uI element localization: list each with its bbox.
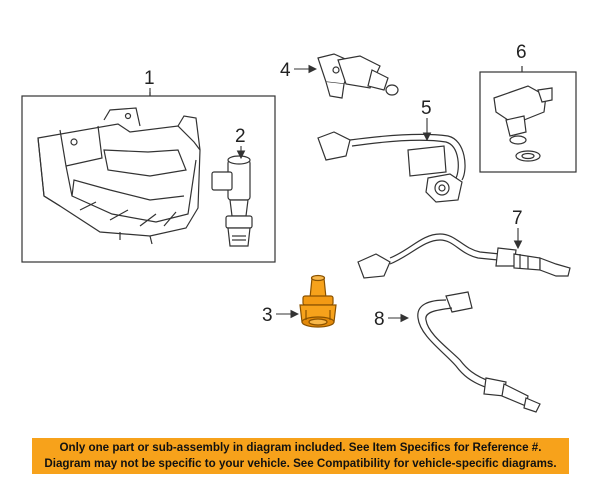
callout-6: 6 [516, 42, 527, 63]
callout-1: 1 [144, 68, 155, 89]
part-6-frame [479, 71, 577, 173]
part-1-frame [21, 95, 276, 263]
notice-line-2: Diagram may not be specific to your vehi… [44, 457, 557, 470]
leader-lines [149, 64, 523, 323]
callout-4: 4 [280, 60, 291, 81]
callout-3: 3 [262, 305, 273, 326]
callout-8: 8 [374, 309, 385, 330]
callout-5: 5 [421, 98, 432, 119]
part-2-sensor[interactable] [211, 155, 253, 247]
part-5-harness-sensor[interactable] [317, 131, 466, 203]
callout-2: 2 [235, 126, 246, 147]
part-4-switch[interactable] [317, 53, 399, 99]
part-1-bracket-assembly[interactable] [21, 92, 276, 263]
callout-7: 7 [512, 208, 523, 229]
callout-numbers: 1 2 3 4 5 6 7 8 [144, 42, 527, 330]
part-7-oxygen-sensor[interactable] [357, 233, 571, 279]
part-3-highlighted-sensor[interactable] [299, 274, 337, 328]
part-6-map-sensor[interactable] [479, 66, 577, 173]
part-8-oxygen-sensor[interactable] [417, 291, 541, 413]
compatibility-notice-banner: Only one part or sub-assembly in diagram… [32, 438, 569, 474]
notice-line-1: Only one part or sub-assembly in diagram… [59, 441, 542, 454]
